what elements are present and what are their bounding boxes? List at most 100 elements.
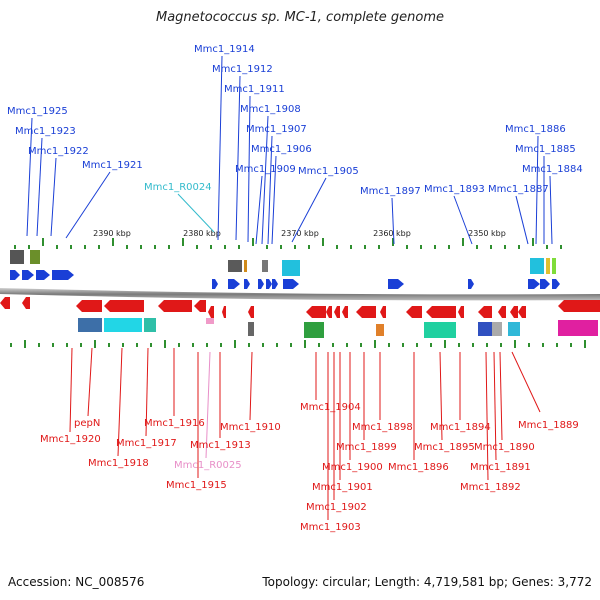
gene-arrow-reverse	[356, 306, 376, 318]
gene-arrow-forward	[52, 270, 74, 280]
gene-arrow-forward	[540, 279, 550, 289]
tick-mark	[206, 343, 208, 347]
leader-line	[439, 351, 443, 441]
tick-mark	[430, 343, 432, 347]
gene-arrow-forward	[228, 279, 240, 289]
ruler-label: 2390 kbp	[93, 229, 131, 238]
tick-mark	[70, 245, 72, 249]
gene-arrow-forward	[266, 279, 272, 289]
leader-line	[50, 157, 57, 237]
leader-line	[26, 117, 33, 237]
gene-label: Mmc1_1902	[306, 502, 367, 513]
tick-mark	[528, 343, 530, 347]
leader-line	[535, 135, 539, 245]
leader-line	[391, 197, 395, 245]
leader-line	[493, 351, 497, 461]
tick-mark	[374, 340, 376, 348]
tick-mark	[80, 343, 82, 347]
tick-mark	[14, 245, 16, 249]
gene-arrow-forward	[212, 279, 218, 289]
leader-line	[177, 193, 215, 233]
gene-arrow-forward	[10, 270, 20, 280]
leader-line	[247, 95, 251, 243]
leader-line	[549, 175, 553, 245]
feature-block	[376, 324, 384, 336]
tick-mark	[42, 238, 44, 246]
gene-label: Mmc1_1903	[300, 522, 361, 533]
feature-block	[478, 322, 492, 336]
tick-mark	[56, 245, 58, 249]
gene-arrow-forward	[528, 279, 540, 289]
tick-mark	[276, 343, 278, 347]
tick-mark	[584, 340, 586, 348]
tick-mark	[402, 343, 404, 347]
leader-line	[291, 177, 327, 243]
genome-backbone	[0, 288, 600, 301]
accession-text: Accession: NC_008576	[8, 575, 145, 589]
tick-mark	[444, 340, 446, 348]
tick-mark	[322, 238, 324, 246]
tick-mark	[136, 343, 138, 347]
tick-mark	[196, 245, 198, 249]
gene-label: Mmc1_1898	[352, 422, 413, 433]
tick-mark	[210, 245, 212, 249]
leader-line	[205, 351, 211, 459]
gene-arrow-reverse	[222, 306, 226, 318]
feature-block	[244, 260, 247, 272]
tick-mark	[234, 340, 236, 348]
feature-block	[248, 322, 254, 336]
feature-block	[424, 322, 456, 338]
tick-mark	[252, 238, 254, 246]
gene-arrow-reverse	[558, 300, 600, 312]
tick-mark	[168, 245, 170, 249]
ruler-label: 2350 kbp	[468, 229, 506, 238]
gene-label: Mmc1_1900	[322, 462, 383, 473]
tick-mark	[154, 245, 156, 249]
tick-mark	[514, 340, 516, 348]
tick-mark	[10, 343, 12, 347]
tick-mark	[108, 343, 110, 347]
tick-mark	[472, 343, 474, 347]
feature-block	[282, 260, 300, 276]
leader-line	[235, 75, 241, 241]
leader-line	[249, 351, 253, 421]
tick-mark	[304, 340, 306, 348]
feature-block	[558, 320, 598, 336]
leader-line	[145, 347, 149, 437]
feature-block	[144, 318, 156, 332]
tick-mark	[112, 238, 114, 246]
feature-block	[206, 318, 214, 324]
gene-label: Mmc1_1896	[388, 462, 449, 473]
tick-mark	[182, 238, 184, 246]
gene-label: Mmc1_1908	[240, 104, 301, 115]
gene-label: Mmc1_1918	[88, 458, 149, 469]
gene-arrow-reverse	[458, 306, 464, 318]
tick-mark	[122, 343, 124, 347]
tick-mark	[532, 238, 534, 246]
gene-arrow-reverse	[104, 300, 144, 312]
tick-mark	[52, 343, 54, 347]
tick-mark	[392, 238, 394, 246]
ruler-label: 2380 kbp	[183, 229, 221, 238]
gene-label: Mmc1_1885	[515, 144, 576, 155]
tick-mark	[448, 245, 450, 249]
gene-label: Mmc1_1907	[246, 124, 307, 135]
gene-label: Mmc1_1910	[220, 422, 281, 433]
gene-label: Mmc1_1889	[518, 420, 579, 431]
tick-mark	[378, 245, 380, 249]
leader-line	[87, 347, 93, 417]
gene-arrow-reverse	[76, 300, 102, 312]
tick-mark	[518, 245, 520, 249]
tick-mark	[556, 343, 558, 347]
gene-arrow-reverse	[380, 306, 386, 318]
leader-line	[515, 195, 529, 245]
gene-arrow-reverse	[478, 306, 492, 318]
tick-mark	[476, 245, 478, 249]
tick-mark	[406, 245, 408, 249]
gene-label: Mmc1_1917	[116, 438, 177, 449]
gene-arrow-forward	[468, 279, 474, 289]
tick-mark	[266, 245, 268, 249]
feature-block	[492, 322, 502, 336]
gene-arrow-reverse	[406, 306, 422, 318]
